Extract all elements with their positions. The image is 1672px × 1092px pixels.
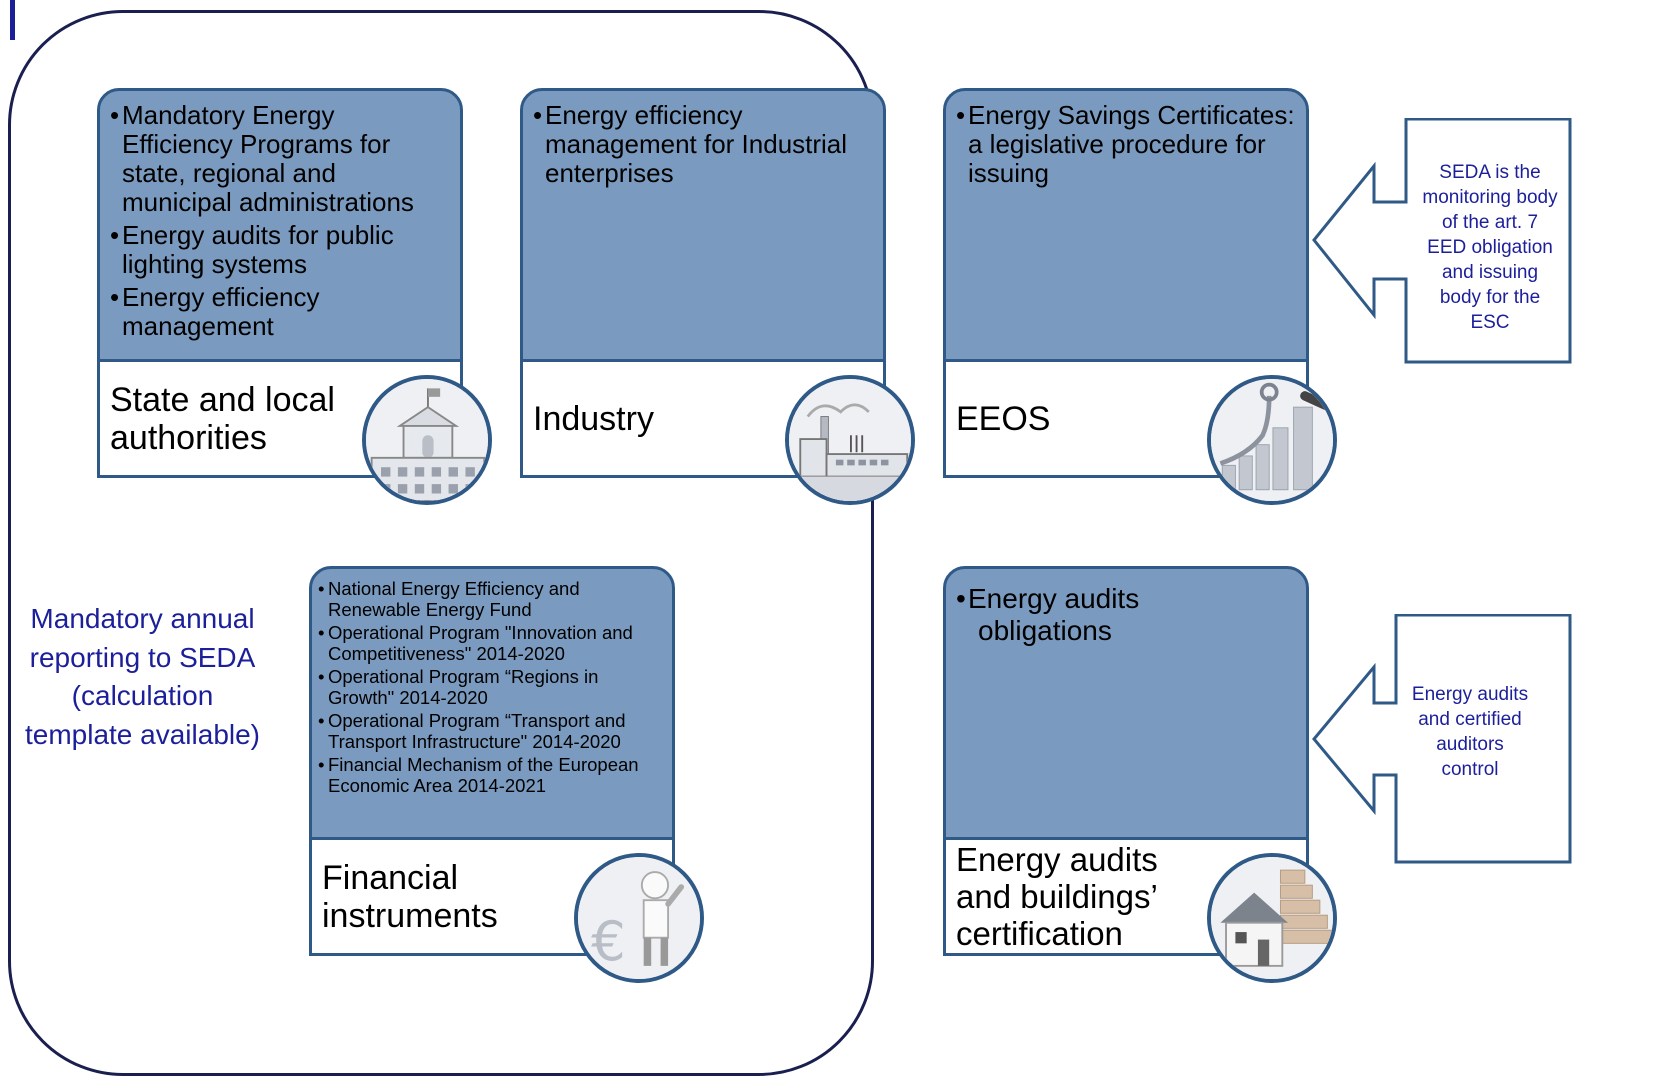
industry-item: Energy efficiency management for Industr… bbox=[533, 101, 875, 188]
left-arrow-callout-shape bbox=[1312, 118, 1572, 364]
seda-callout: SEDA is the monitoring body of the art. … bbox=[1312, 118, 1572, 364]
state-item: Mandatory Energy Efficiency Programs for… bbox=[110, 101, 452, 217]
card-financial-body: National Energy Efficiency and Renewable… bbox=[309, 566, 675, 840]
grouping-frame bbox=[8, 10, 874, 1076]
growth-bar-chart-icon bbox=[1207, 375, 1337, 505]
left-arrow-callout-shape bbox=[1312, 614, 1572, 864]
financial-item: Operational Program “Transport and Trans… bbox=[318, 710, 666, 752]
card-eeos-body: Energy Savings Certificates: a legislati… bbox=[943, 88, 1309, 362]
financial-item: Operational Program "Innovation and Comp… bbox=[318, 622, 666, 664]
financial-item: National Energy Efficiency and Renewable… bbox=[318, 578, 666, 620]
card-state-local-authorities: Mandatory Energy Efficiency Programs for… bbox=[97, 88, 463, 478]
government-building-icon bbox=[362, 375, 492, 505]
card-state-label: State and local authorities bbox=[110, 380, 335, 457]
financial-item: Financial Mechanism of the European Econ… bbox=[318, 754, 666, 796]
seda-callout-text: SEDA is the monitoring body of the art. … bbox=[1422, 162, 1558, 333]
factory-icon bbox=[785, 375, 915, 505]
person-with-euro-icon: € bbox=[574, 853, 704, 983]
card-financial-label: Financial instruments bbox=[322, 858, 498, 935]
card-audits-label: Energy audits and buildings’ certificati… bbox=[956, 841, 1158, 952]
card-industry-body: Energy efficiency management for Industr… bbox=[520, 88, 886, 362]
svg-text:€: € bbox=[591, 909, 626, 973]
audits-item: Energy audits obligations bbox=[956, 583, 1198, 647]
card-financial-instruments: National Energy Efficiency and Renewable… bbox=[309, 566, 675, 956]
card-state-body: Mandatory Energy Efficiency Programs for… bbox=[97, 88, 463, 362]
state-item: Energy audits for public lighting system… bbox=[110, 221, 452, 279]
mandatory-reporting-text: Mandatory annual reporting to SEDA (calc… bbox=[24, 603, 261, 750]
card-eeos-label: EEOS bbox=[956, 399, 1051, 438]
audits-callout-text: Energy audits and certified auditors con… bbox=[1411, 684, 1529, 780]
card-industry-label: Industry bbox=[533, 399, 654, 438]
accent-bar bbox=[10, 0, 15, 40]
eeos-item: Energy Savings Certificates: a legislati… bbox=[956, 101, 1298, 188]
card-audits-body: Energy audits obligations bbox=[943, 566, 1309, 840]
house-energy-rating-icon bbox=[1207, 853, 1337, 983]
state-item: Energy efficiency management bbox=[110, 283, 452, 341]
financial-item: Operational Program “Regions in Growth" … bbox=[318, 666, 666, 708]
audits-callout: Energy audits and certified auditors con… bbox=[1312, 614, 1572, 864]
